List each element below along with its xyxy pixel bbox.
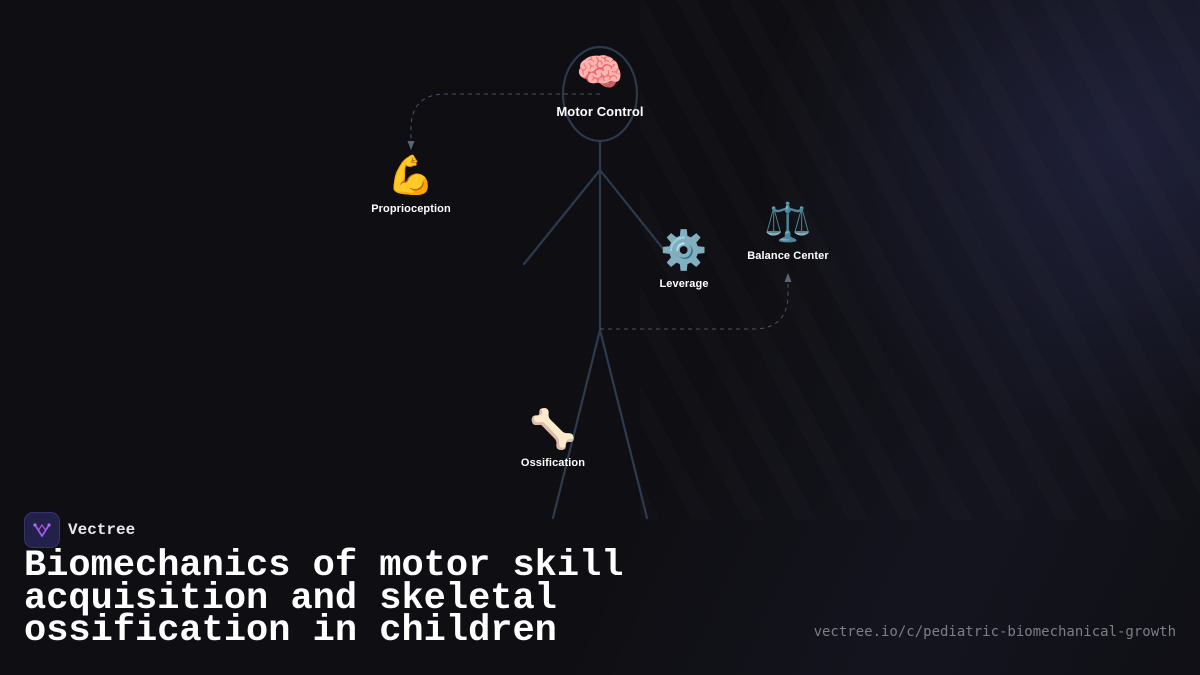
arrowhead-balance-center — [784, 273, 792, 282]
node-label: Motor Control — [556, 104, 644, 119]
brand-name: Vectree — [68, 521, 136, 539]
page-title: Biomechanics of motor skill acquisition … — [24, 545, 624, 652]
balance-scale-icon: ⚖️ — [764, 200, 812, 244]
figure-left-leg — [551, 328, 602, 520]
figure-right-leg — [598, 328, 649, 520]
node-label: Proprioception — [371, 203, 451, 215]
node-label: Leverage — [659, 278, 709, 290]
node-label: Balance Center — [747, 250, 829, 262]
gear-icon: ⚙️ — [660, 228, 708, 272]
brain-icon: 🧠 — [576, 50, 624, 94]
bone-icon: 🦴 — [529, 407, 577, 451]
node-proprioception: 💪 Proprioception — [371, 153, 451, 215]
arrowhead-proprioception — [407, 141, 415, 150]
source-url[interactable]: vectree.io/c/pediatric-biomechanical-gro… — [813, 624, 1176, 640]
figure-right-arm — [598, 168, 666, 252]
connector-motor-to-proprioception — [410, 93, 600, 142]
node-motor-control: 🧠 Motor Control — [556, 50, 643, 119]
node-ossification: 🦴 Ossification — [521, 407, 585, 469]
node-balance-center: ⚖️ Balance Center — [747, 200, 829, 262]
node-leverage: ⚙️ Leverage — [659, 228, 708, 290]
flexed-biceps-icon: 💪 — [387, 153, 435, 197]
vectree-logo-icon — [24, 512, 60, 548]
figure-left-arm — [522, 168, 602, 266]
brand: Vectree — [24, 512, 135, 548]
node-label: Ossification — [520, 457, 586, 469]
connector-hip-to-balance — [600, 282, 789, 330]
